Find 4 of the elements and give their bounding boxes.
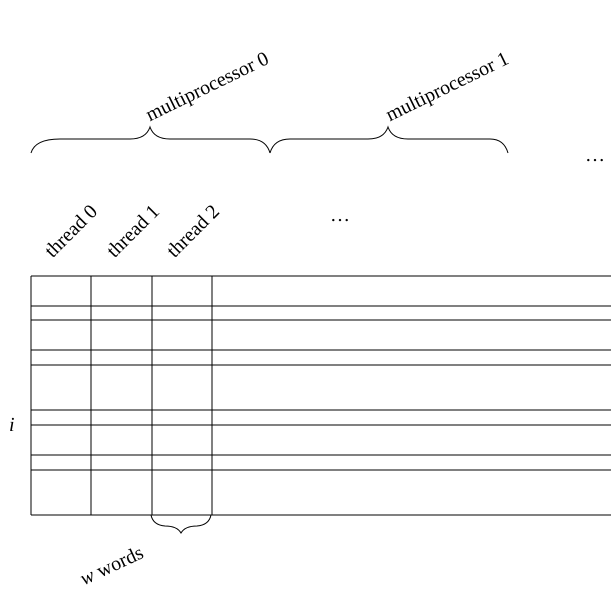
brace-label: w words xyxy=(76,542,147,590)
ellipsis: … xyxy=(330,204,350,226)
row-index-label: i xyxy=(9,414,15,436)
ellipsis: … xyxy=(585,144,605,166)
